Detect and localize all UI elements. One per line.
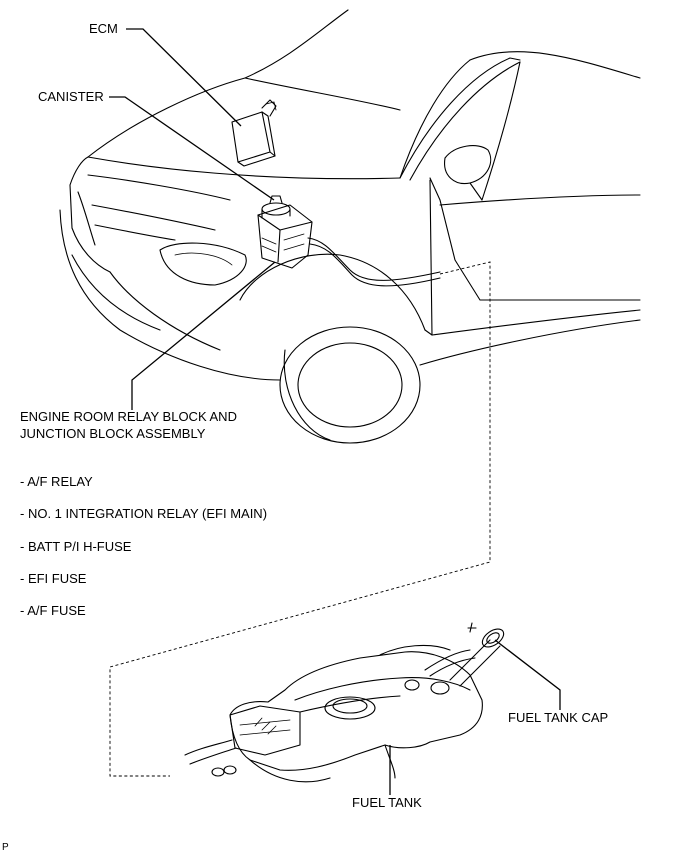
canister-and-relay-box	[257, 195, 441, 287]
fuel-tank-cap-leader	[494, 639, 561, 710]
canister-label: CANISTER	[38, 89, 104, 104]
component-item: - NO. 1 INTEGRATION RELAY (EFI MAIN)	[20, 506, 268, 521]
component-item: - EFI FUSE	[20, 571, 87, 586]
component-item: - BATT P/I H-FUSE	[20, 539, 132, 554]
canister-leader	[109, 96, 275, 201]
ecm-leader	[126, 28, 242, 127]
relay-block-leader	[131, 261, 276, 410]
relay-block-callout	[109, 261, 491, 777]
ecm-label: ECM	[89, 21, 118, 36]
leader-lines	[109, 28, 561, 795]
relay-block-label-line2: JUNCTION BLOCK ASSEMBLY	[20, 426, 206, 441]
fuel-tank-cap-label: FUEL TANK CAP	[508, 710, 609, 725]
ecm-unit	[231, 99, 277, 167]
component-item: - A/F FUSE	[20, 603, 86, 618]
vehicle-illustration	[59, 9, 641, 444]
component-item: - A/F RELAY	[20, 474, 93, 489]
relay-block-label-line1: ENGINE ROOM RELAY BLOCK AND	[20, 409, 237, 424]
fuel-tank-label: FUEL TANK	[352, 795, 422, 810]
corner-mark: P	[2, 842, 9, 853]
fuel-tank-illustration	[184, 622, 505, 783]
